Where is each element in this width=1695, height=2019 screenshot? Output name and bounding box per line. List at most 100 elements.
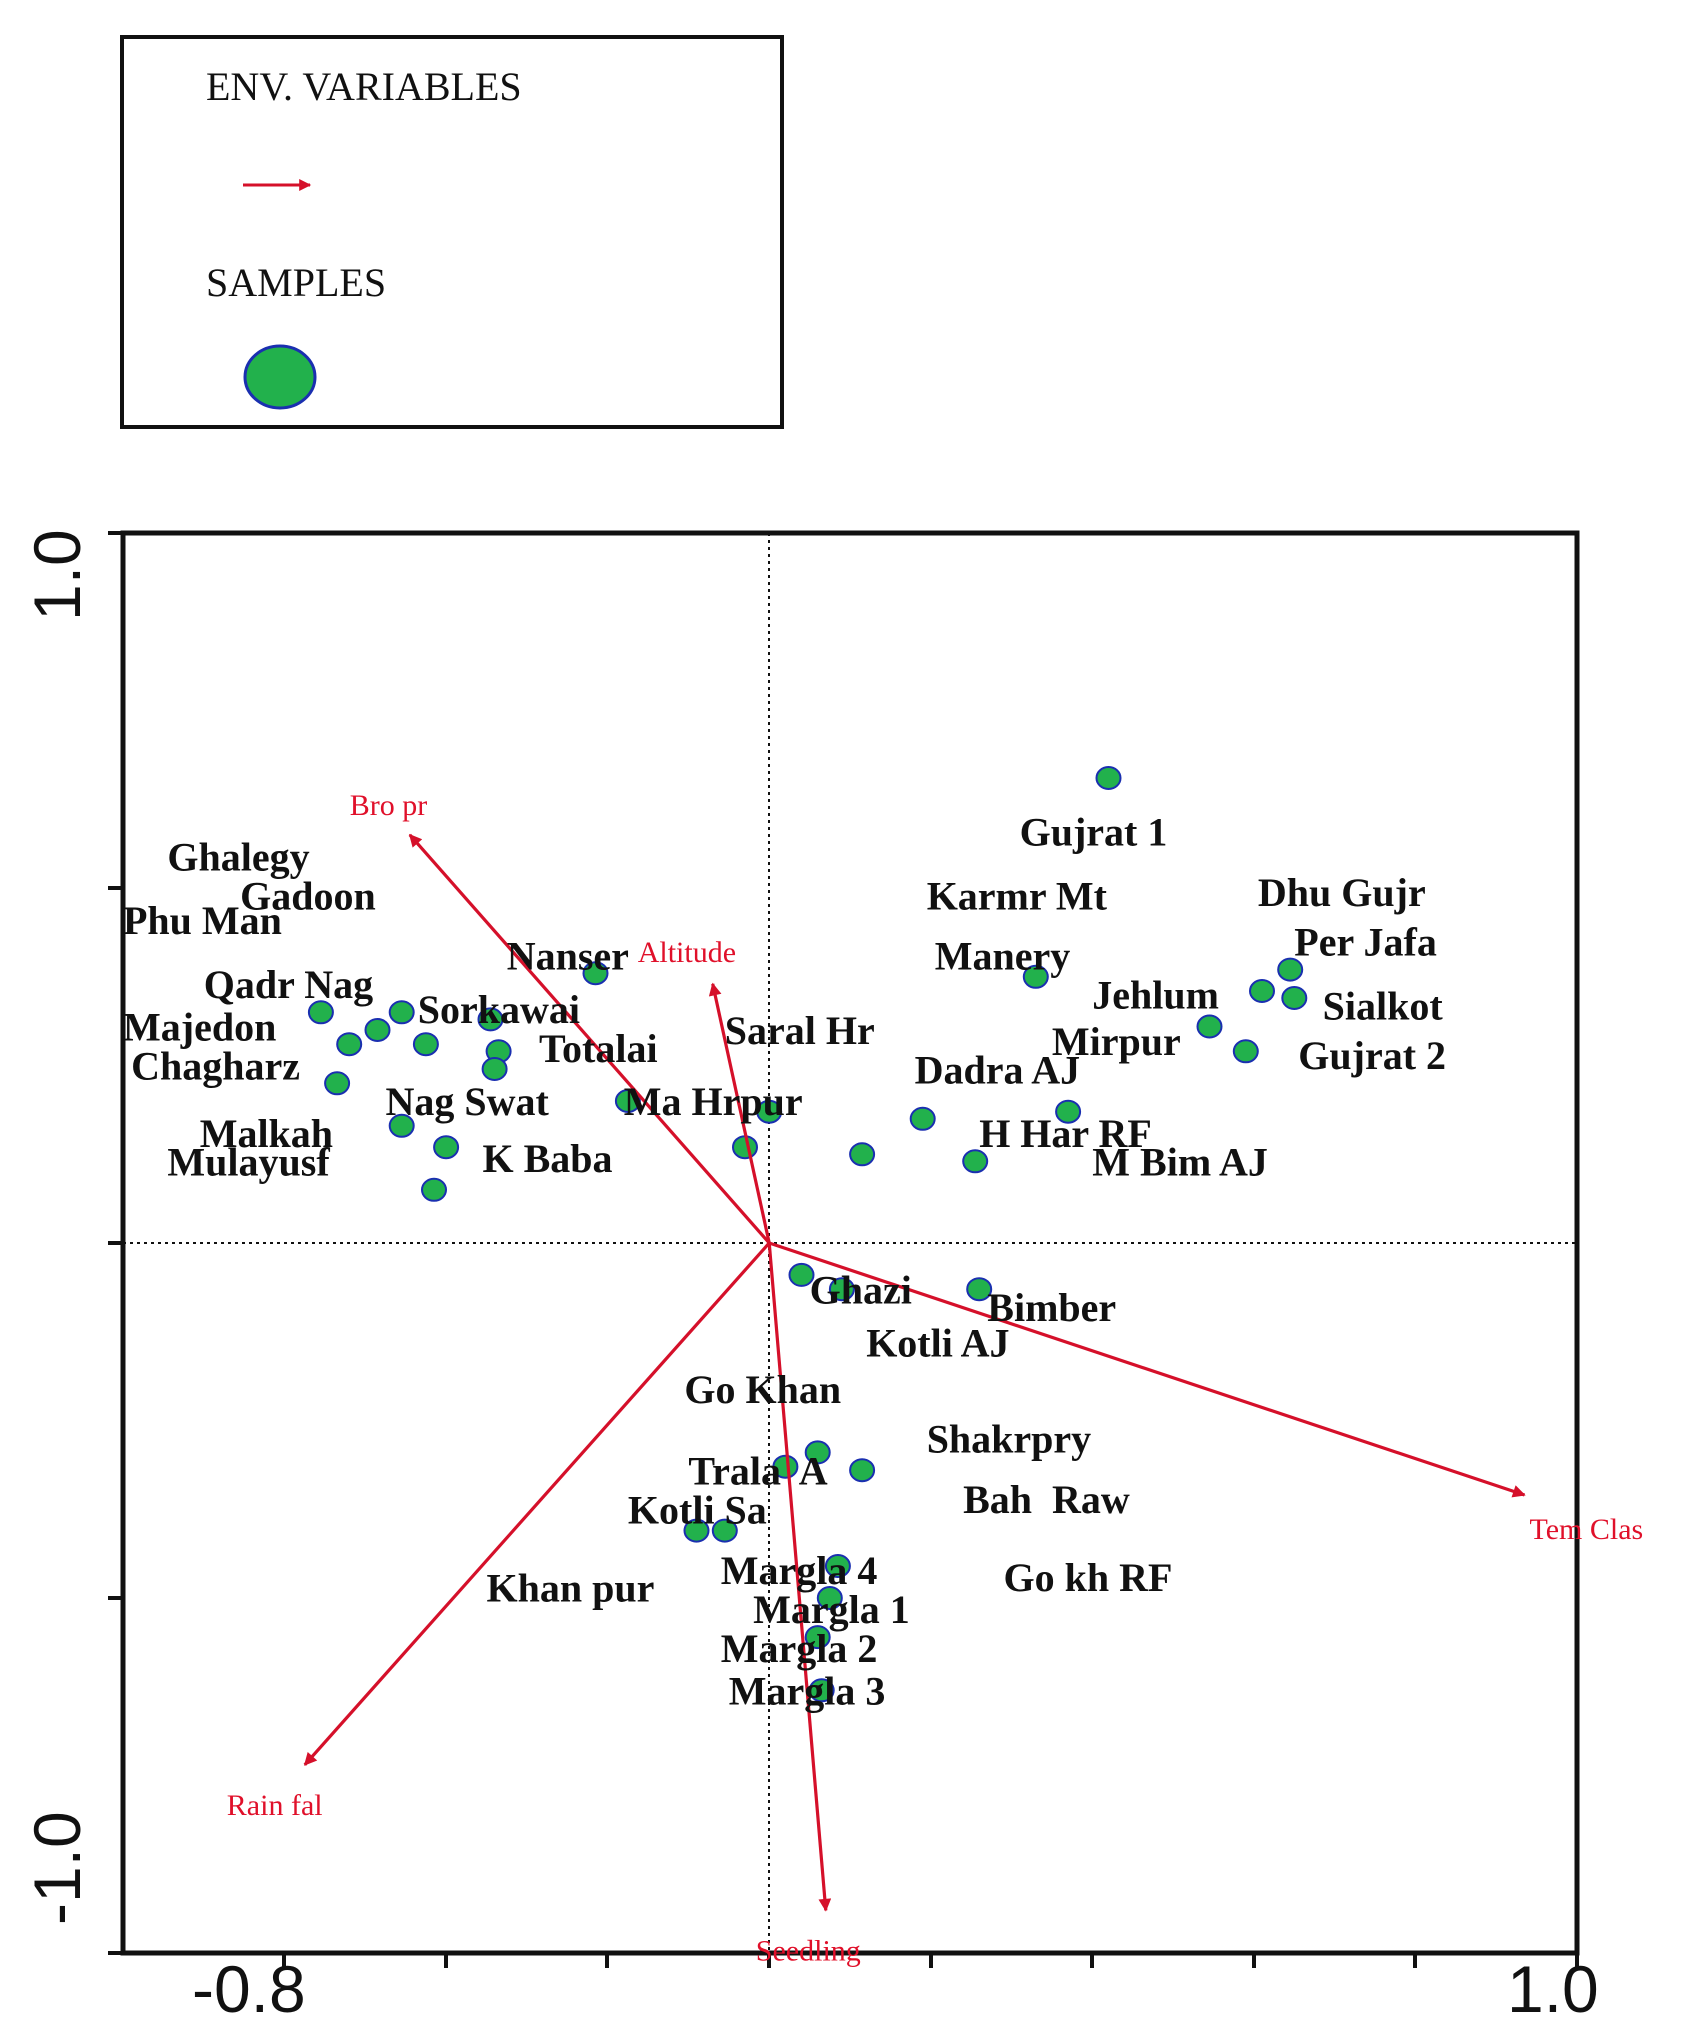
arrow-tem-clas <box>768 1241 1526 1498</box>
site-label-ghazi: Ghazi <box>810 1267 912 1312</box>
arrow-label-bro-pr: Bro pr <box>350 789 428 822</box>
y-tick-label-max: 1.0 <box>20 529 94 621</box>
sample-point <box>388 1113 415 1138</box>
site-label-nag-swat: Nag Swat <box>386 1079 550 1124</box>
sample-point <box>433 1135 460 1160</box>
sample-point <box>582 961 609 986</box>
site-label-bah-raw: Bah Raw <box>963 1477 1130 1522</box>
y-ticks <box>108 531 123 1955</box>
sample-point <box>804 1440 831 1465</box>
sample-point <box>824 1554 851 1578</box>
site-label-margla-3: Margla 3 <box>729 1669 886 1714</box>
sample-point <box>756 1099 783 1124</box>
sample-point <box>477 1007 504 1032</box>
sample-point <box>1249 979 1275 1003</box>
site-label-kotli-sa: Kotli Sa <box>628 1488 767 1533</box>
sample-point <box>772 1454 799 1479</box>
site-label-margla-4: Margla 4 <box>721 1548 878 1593</box>
site-label-margla-2: Margla 2 <box>721 1626 878 1671</box>
sample-point <box>388 1000 415 1025</box>
site-label-sorkawai: Sorkawai <box>418 987 580 1032</box>
sample-point <box>307 1000 334 1025</box>
x-ticks <box>282 1953 1579 1968</box>
sample-point <box>336 1032 363 1057</box>
site-label-majedon: Majedon <box>123 1005 276 1050</box>
legend-samples-title: SAMPLES <box>206 260 386 305</box>
sample-point <box>732 1135 758 1160</box>
site-label-go-khan: Go Khan <box>684 1367 841 1412</box>
sample-point <box>683 1518 710 1543</box>
site-label-jehlum: Jehlum <box>1092 973 1219 1018</box>
site-label-bimber: Bimber <box>987 1285 1116 1330</box>
site-label-gujrat-2: Gujrat 2 <box>1298 1033 1446 1078</box>
sample-point <box>849 1142 876 1167</box>
sample-point <box>481 1057 508 1081</box>
arrow-rain-fal <box>303 1241 771 1766</box>
sample-point <box>1196 1014 1223 1039</box>
sample-point <box>788 1262 815 1287</box>
sample-point <box>364 1018 391 1042</box>
sample-point <box>828 1277 855 1302</box>
site-label-dhu-gujr: Dhu Gujr <box>1258 870 1426 915</box>
sample-point <box>962 1149 989 1174</box>
sample-point <box>711 1518 738 1543</box>
sample-point <box>909 1106 936 1131</box>
sample-point <box>849 1458 876 1483</box>
site-label-khan-pur: Khan pur <box>487 1566 655 1611</box>
site-label-nanser: Nanser <box>507 934 629 979</box>
site-label-manery: Manery <box>935 934 1071 979</box>
sample-point <box>412 1032 439 1057</box>
site-label-ma-hrpur: Ma Hrpur <box>624 1079 803 1124</box>
site-label-shakrpry: Shakrpry <box>927 1416 1091 1461</box>
sample-point <box>1277 957 1304 982</box>
site-label-saral-hr: Saral Hr <box>725 1008 875 1053</box>
legend-sample-dot-icon <box>243 344 317 410</box>
arrow-label-altitude: Altitude <box>638 936 736 969</box>
arrow-altitude <box>708 982 771 1244</box>
arrow-label-rain-fal: Rain fal <box>227 1789 323 1822</box>
site-label-totalai: Totalai <box>539 1026 658 1071</box>
arrow-label-tem-clas: Tem Clas <box>1530 1513 1644 1546</box>
sample-point <box>421 1177 447 1202</box>
x-tick-label-min: -0.8 <box>192 1952 306 2019</box>
sample-point <box>1022 964 1049 989</box>
y-tick-label-min: -1.0 <box>20 1811 94 1925</box>
sample-point <box>1281 986 1308 1010</box>
sample-point <box>614 1089 641 1113</box>
site-label-go-kh-rf: Go kh RF <box>1004 1555 1173 1600</box>
site-label-qadr-nag: Qadr Nag <box>204 962 373 1007</box>
sample-point <box>966 1277 993 1302</box>
sample-point <box>1095 766 1122 790</box>
site-label-phu-man: Phu Man <box>123 898 282 943</box>
site-label-h-har-rf: H Har RF <box>979 1111 1152 1156</box>
sample-point <box>1232 1039 1259 1064</box>
site-label-m-bim-aj: M Bim AJ <box>1092 1140 1268 1185</box>
site-label-mirpur: Mirpur <box>1052 1019 1181 1064</box>
arrow-label-seedling: Seedling <box>756 1934 861 1967</box>
site-label-margla-1: Margla 1 <box>753 1587 910 1632</box>
arrow-seedling <box>767 1242 832 1912</box>
legend: ENV. VARIABLES SAMPLES <box>120 35 784 429</box>
site-label-k-baba: K Baba <box>483 1136 613 1181</box>
sample-points <box>307 766 1308 1703</box>
site-label-gujrat-1: Gujrat 1 <box>1020 809 1168 854</box>
site-label-karmr-mt: Karmr Mt <box>927 873 1108 918</box>
site-label-mulayusf: Mulayusf <box>167 1140 330 1185</box>
arrow-bro-pr <box>408 833 771 1245</box>
sample-point <box>808 1678 835 1703</box>
site-label-gadoon: Gadoon <box>240 873 376 918</box>
site-label-kotli-aj: Kotli AJ <box>866 1321 1009 1366</box>
sample-point <box>324 1071 351 1096</box>
sample-point <box>1055 1099 1082 1124</box>
x-tick-label-max: 1.0 <box>1507 1952 1599 2019</box>
site-label-malkah: Malkah <box>200 1111 333 1156</box>
site-label-sialkot: Sialkot <box>1323 983 1444 1028</box>
site-label-trala-a: Trala A <box>688 1448 827 1493</box>
sample-point <box>816 1586 843 1610</box>
sample-point <box>804 1625 831 1650</box>
site-label-ghalegy: Ghalegy <box>167 834 309 879</box>
legend-box <box>120 35 784 429</box>
